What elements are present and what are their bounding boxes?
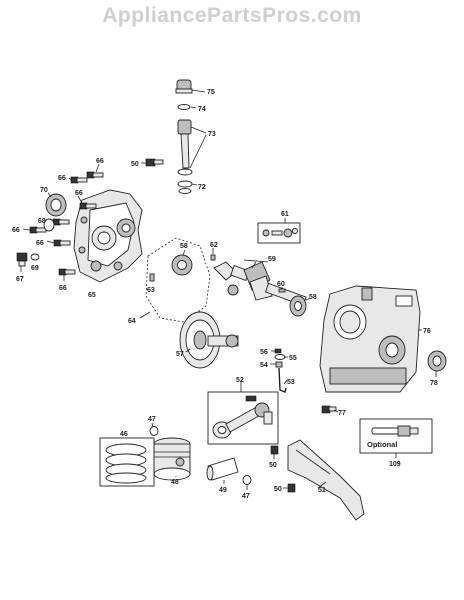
clip-47-lower[interactable] [242, 475, 252, 485]
callout-73: 73 [208, 131, 216, 138]
oil-seal-70[interactable] [45, 193, 67, 217]
bearing-58-left[interactable] [171, 254, 193, 276]
callout-54: 54 [260, 362, 268, 369]
drain-plug-67[interactable] [16, 252, 28, 267]
callout-68: 68 [38, 218, 46, 225]
connecting-rod-52[interactable] [207, 391, 279, 445]
callout-66-f: 66 [59, 285, 67, 292]
bolts-66[interactable] [29, 171, 104, 276]
callout-51: 51 [318, 487, 326, 494]
optional-label: Optional [367, 440, 397, 449]
optional-box-109[interactable] [359, 418, 433, 454]
callout-57: 57 [176, 351, 184, 358]
bolt-50-lower[interactable] [287, 483, 296, 493]
callout-72: 72 [198, 184, 206, 191]
callout-58-left: 58 [180, 243, 188, 250]
callout-49: 49 [219, 487, 227, 494]
callout-52: 52 [236, 377, 244, 384]
callout-47-lower: 47 [242, 493, 250, 500]
governor-lever-53[interactable] [278, 367, 287, 393]
callout-74: 74 [198, 106, 206, 113]
callout-70: 70 [40, 187, 48, 194]
crankcase-cover[interactable] [73, 189, 143, 283]
piston-rings-46[interactable] [99, 437, 155, 487]
engine-block-76[interactable] [319, 285, 421, 393]
oil-seal-78[interactable] [427, 350, 447, 372]
seal-68[interactable] [43, 218, 55, 232]
governor-parts-61[interactable] [257, 222, 301, 244]
callout-46: 46 [120, 431, 128, 438]
callout-66-c: 66 [75, 190, 83, 197]
camshaft-57[interactable] [179, 311, 239, 369]
callout-76: 76 [423, 328, 431, 335]
callout-66-e: 66 [36, 240, 44, 247]
washer-69[interactable] [30, 253, 40, 261]
callout-55: 55 [289, 355, 297, 362]
callout-69: 69 [31, 265, 39, 272]
callout-64: 64 [128, 318, 136, 325]
callout-78: 78 [430, 380, 438, 387]
callout-66-a: 66 [96, 158, 104, 165]
callout-77: 77 [338, 410, 346, 417]
callout-109: 109 [389, 461, 401, 468]
callout-50-upper: 50 [131, 161, 139, 168]
callout-50-lower: 50 [274, 486, 282, 493]
callout-63: 63 [147, 287, 155, 294]
callout-47-upper: 47 [148, 416, 156, 423]
callout-53: 53 [287, 379, 295, 386]
callout-75: 75 [207, 89, 215, 96]
callout-66-b: 66 [58, 175, 66, 182]
piston-pin-49[interactable] [206, 457, 239, 481]
callout-65: 65 [88, 292, 96, 299]
piston-48[interactable] [153, 437, 191, 481]
plate-51[interactable] [287, 439, 365, 521]
callout-56: 56 [260, 349, 268, 356]
callout-60: 60 [277, 281, 285, 288]
callout-50-middle: 50 [269, 462, 277, 469]
dipstick-assembly[interactable] [175, 79, 193, 194]
callout-61: 61 [281, 211, 289, 218]
watermark: AppliancePartsPros.com [102, 4, 362, 27]
gasket-64[interactable] [145, 237, 211, 323]
callout-48: 48 [171, 479, 179, 486]
parts-56-55-54[interactable] [274, 348, 286, 368]
callout-59: 59 [268, 256, 276, 263]
clip-47-upper[interactable] [149, 426, 159, 436]
callout-67: 67 [16, 276, 24, 283]
callout-66-d: 66 [12, 227, 20, 234]
callout-62: 62 [210, 242, 218, 249]
dowel-63[interactable] [149, 273, 155, 282]
key-60[interactable] [278, 288, 286, 293]
bolt-50-middle[interactable] [270, 445, 279, 455]
bolt-77[interactable] [321, 405, 337, 414]
callout-58-right: 58 [309, 294, 317, 301]
pin-62[interactable] [210, 254, 216, 261]
bearing-58-right[interactable] [289, 295, 307, 317]
bolt-50-upper[interactable] [145, 158, 164, 167]
